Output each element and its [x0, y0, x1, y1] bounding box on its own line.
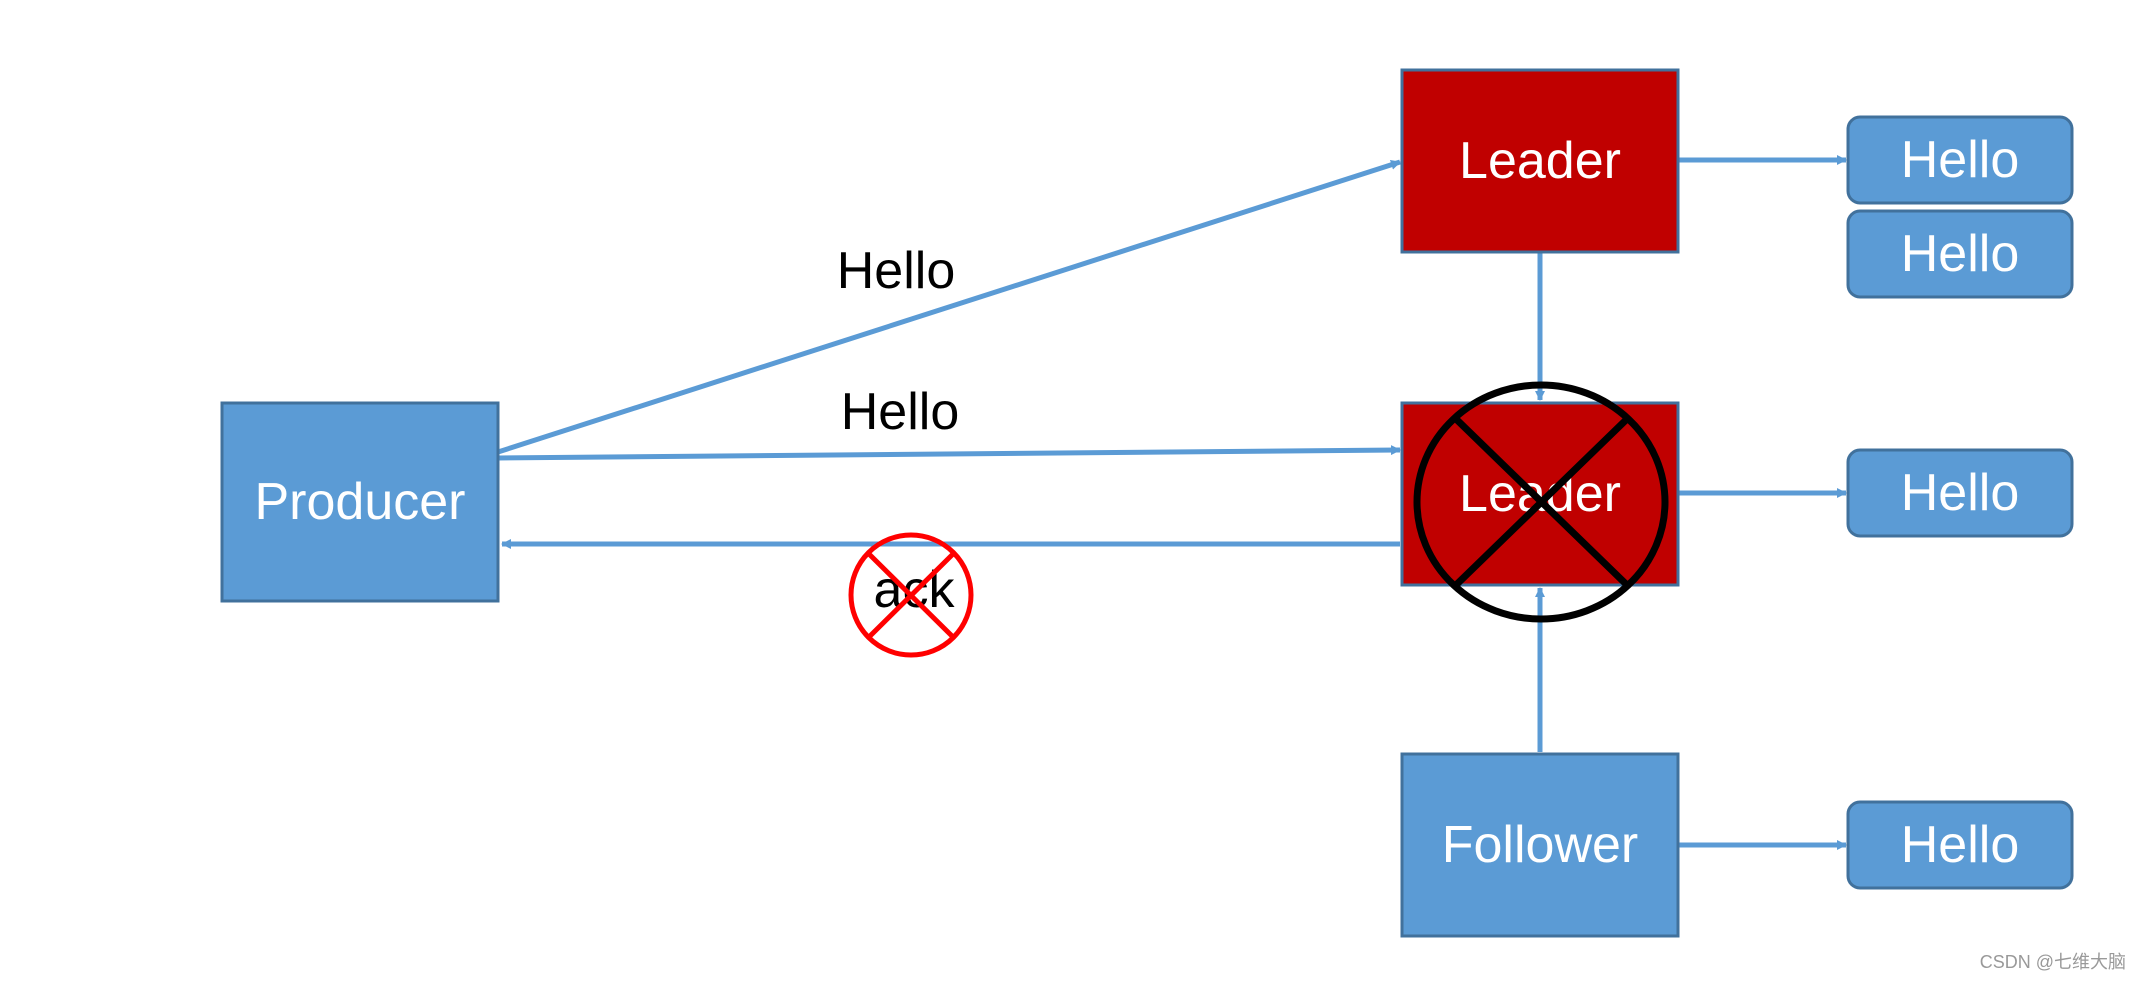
- failed-cross-circle: [1413, 381, 1669, 623]
- leader-top-node: Leader: [1400, 68, 1680, 254]
- failed-cross-line-2: [1452, 415, 1631, 589]
- ack-cross-line-2: [866, 551, 956, 640]
- queue-top-item-2-label: Hello: [1901, 225, 2020, 283]
- follower-node: Follower: [1400, 752, 1680, 938]
- msg-mid-label: Hello: [841, 383, 960, 441]
- msg-top-label: Hello: [837, 242, 956, 300]
- arrow-producer-to-leader-top: [497, 159, 1401, 455]
- queue-top-item-2: Hello: [1846, 209, 2074, 299]
- leader-top-label: Leader: [1459, 132, 1621, 190]
- queue-top-item-1-label: Hello: [1901, 131, 2020, 189]
- leader-failed-cross: [1413, 381, 1669, 623]
- queue-mid-item: Hello: [1846, 448, 2074, 538]
- arrow-producer-to-leader-mid: [497, 445, 1401, 461]
- queue-follower-item: Hello: [1846, 800, 2074, 890]
- producer-label: Producer: [255, 473, 466, 531]
- ack-blocked: ack: [848, 532, 974, 658]
- leader-mid-label: Leader: [1459, 465, 1621, 523]
- queue-top-item-1: Hello: [1846, 115, 2074, 205]
- ack-cross-circle: [848, 532, 974, 658]
- follower-label: Follower: [1442, 816, 1639, 874]
- queue-mid-item-label: Hello: [1901, 464, 2020, 522]
- watermark: CSDN @七维大脑: [1980, 952, 2126, 972]
- queue-follower-item-label: Hello: [1901, 816, 2020, 874]
- producer-node: Producer: [220, 401, 500, 603]
- leader-mid-node: Leader: [1400, 401, 1680, 587]
